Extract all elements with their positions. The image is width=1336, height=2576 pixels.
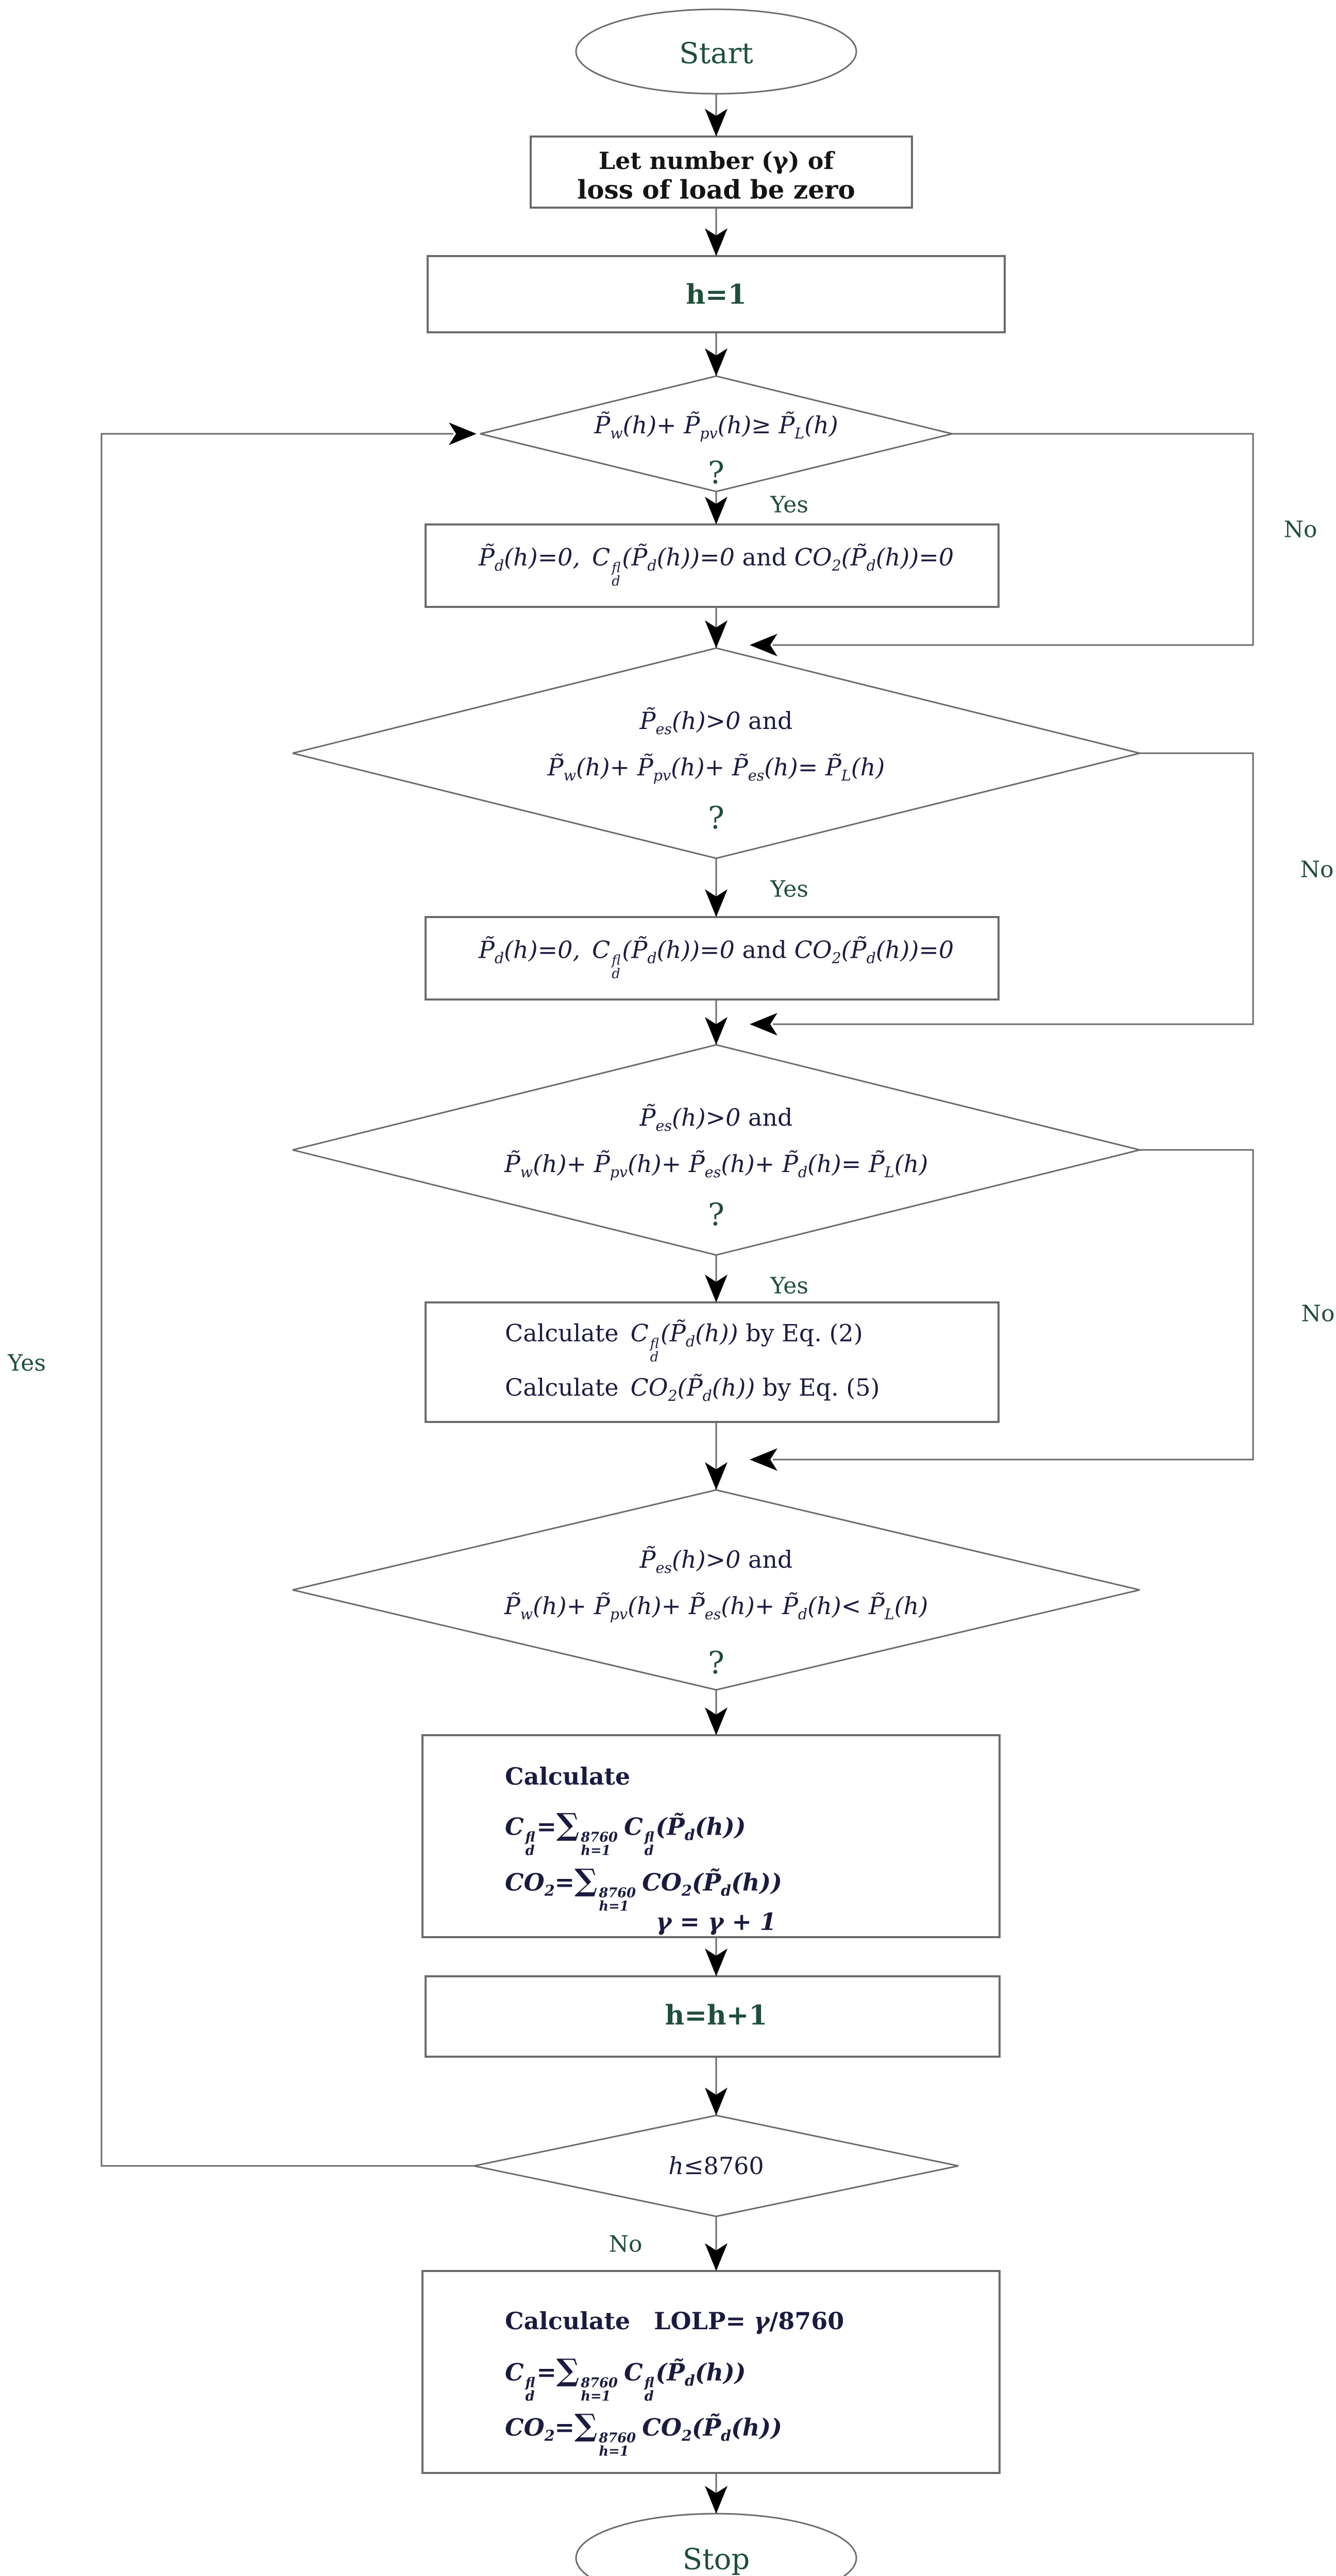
- set-h-box: [427, 255, 1006, 333]
- arrowhead-no3-join: [750, 1448, 777, 1471]
- calc-eq-box: [425, 1301, 1000, 1423]
- init-line-2: loss of load be zero: [577, 174, 855, 205]
- no-branch-1-path: [773, 433, 1254, 646]
- inc-h-box: [425, 1975, 1001, 2058]
- decision1-diamond: [480, 375, 953, 493]
- calc-eq-line-2: Calculate CO2(P̃d(h)) by Eq. (5): [505, 1373, 880, 1405]
- decision3-line-1: P̃es(h)>0 and: [639, 1103, 793, 1135]
- decision1-formula: P̃w(h)+ P̃pv(h)≥ P̃L(h): [594, 411, 838, 443]
- assign2-box: [425, 916, 1000, 1001]
- no-label-1: No: [1283, 516, 1317, 543]
- accumulate-line-4: γ = γ + 1: [656, 1908, 776, 1936]
- arrowhead-yes-loop-into-d1: [449, 422, 477, 445]
- start-label: Start: [679, 37, 753, 71]
- no-exit-label: No: [608, 2231, 642, 2258]
- decision3-diamond: [292, 1044, 1140, 1256]
- arrowhead-into-stop: [705, 2486, 728, 2514]
- yes-label-1: Yes: [770, 492, 808, 518]
- arrowhead-into-calceq: [705, 1275, 728, 1302]
- arrowhead-into-d1-top: [705, 348, 728, 376]
- no-branch-2-path: [773, 752, 1254, 1025]
- decision5-diamond: [473, 2114, 959, 2217]
- decision4-line-2: P̃w(h)+ P̃pv(h)+ P̃es(h)+ P̃d(h)< P̃L(h): [504, 1591, 928, 1623]
- arrowhead-into-init: [705, 109, 728, 137]
- final-box: [421, 2270, 1001, 2474]
- accumulate-line-1: Calculate: [505, 1762, 631, 1790]
- decision1-question-mark: ?: [707, 455, 725, 491]
- decision2-question-mark: ?: [707, 800, 725, 836]
- arrowhead-into-seth: [705, 228, 728, 256]
- arrowhead-into-inch: [705, 1948, 728, 1976]
- decision2-line-2: P̃w(h)+ P̃pv(h)+ P̃es(h)= P̃L(h): [547, 753, 885, 785]
- set-h-label: h=1: [686, 279, 747, 311]
- no-label-2: No: [1300, 856, 1334, 883]
- decision2-diamond: [292, 647, 1140, 859]
- arrowhead-into-final: [705, 2243, 728, 2271]
- assign1-box: [425, 523, 1000, 608]
- arrowhead-into-assign2: [705, 889, 728, 917]
- arrowhead-into-d5-top: [705, 2088, 728, 2115]
- decision4-diamond: [292, 1489, 1140, 1691]
- decision2-line-1: P̃es(h)>0 and: [639, 706, 793, 738]
- yes-label-3: Yes: [770, 1273, 808, 1299]
- arrowhead-into-d4-top: [705, 1462, 728, 1490]
- init-box: [530, 135, 913, 209]
- decision3-line-2: P̃w(h)+ P̃pv(h)+ P̃es(h)+ P̃d(h)= P̃L(h): [504, 1149, 928, 1181]
- stop-label: Stop: [682, 2543, 750, 2576]
- no-branch-3-path: [773, 1149, 1254, 1461]
- arrowhead-into-d2-top: [705, 620, 728, 648]
- yes-loop-path: [100, 433, 474, 2167]
- yes-loop-label: Yes: [8, 1350, 46, 1377]
- decision4-question-mark: ?: [707, 1645, 725, 1681]
- arrowhead-no2-join: [750, 1013, 777, 1036]
- decision5-label: h≤8760: [668, 2152, 764, 2180]
- arrowhead-into-accumulate: [705, 1707, 728, 1735]
- arrowhead-no1-join: [750, 634, 777, 656]
- decision3-question-mark: ?: [707, 1197, 725, 1233]
- init-line-1: Let number (γ) of: [598, 147, 834, 175]
- arrowhead-into-d3-top: [705, 1017, 728, 1045]
- yes-label-2: Yes: [770, 876, 808, 903]
- accumulate-box: [421, 1734, 1001, 1938]
- final-line-1: Calculate LOLP= γ/8760: [505, 2307, 844, 2335]
- start-ellipse: [575, 8, 857, 95]
- inc-h-label: h=h+1: [665, 1999, 768, 2031]
- no-label-3: No: [1301, 1300, 1335, 1327]
- decision4-line-1: P̃es(h)>0 and: [639, 1545, 793, 1577]
- arrowhead-into-assign1: [705, 497, 728, 524]
